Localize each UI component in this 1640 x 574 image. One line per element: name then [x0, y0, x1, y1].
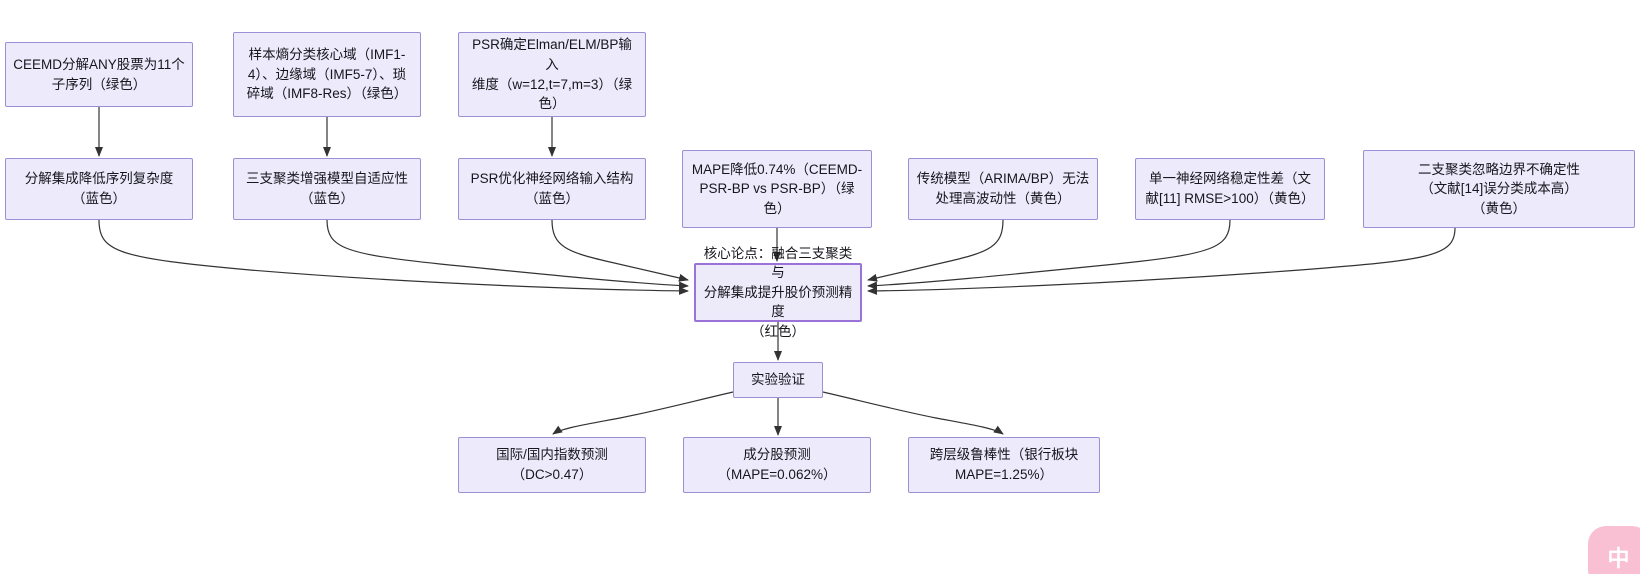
watermark-label: 中 — [1607, 546, 1631, 571]
node-label: PSR优化神经网络输入结构 （蓝色） — [470, 171, 634, 206]
node-label: 实验验证 — [751, 372, 805, 388]
node-label: 二支聚类忽略边界不确定性 （文献[14]误分类成本高） （黄色） — [1418, 161, 1580, 216]
node-label: 国际/国内指数预测 （DC>0.47） — [496, 447, 608, 482]
node-label: 单一神经网络稳定性差（文 献[11] RMSE>100）（黄色） — [1145, 171, 1315, 206]
node-traditional-models-limitation[interactable]: 传统模型（ARIMA/BP）无法 处理高波动性（黄色） — [908, 158, 1098, 220]
node-cross-level-robustness-result[interactable]: 跨层级鲁棒性（银行板块 MAPE=1.25%） — [908, 437, 1100, 493]
node-label: 成分股预测 （MAPE=0.062%） — [717, 447, 837, 482]
edge-n5-core — [326, 219, 689, 290]
node-single-network-instability[interactable]: 单一神经网络稳定性差（文 献[11] RMSE>100）（黄色） — [1135, 158, 1325, 220]
edge-n8-core — [867, 219, 1004, 282]
node-label: CEEMD分解ANY股票为11个 子序列（绿色） — [13, 56, 185, 92]
edge-n6-core — [551, 219, 689, 282]
node-label: 核心论点：融合三支聚类与 分解集成提升股价预测精度 （红色） — [703, 245, 853, 339]
node-psr-optimizes-network-input[interactable]: PSR优化神经网络输入结构 （蓝色） — [458, 158, 646, 220]
node-label: 传统模型（ARIMA/BP）无法 处理高波动性（黄色） — [916, 171, 1090, 206]
watermark-badge: 中 — [1588, 526, 1640, 574]
node-index-forecast-result[interactable]: 国际/国内指数预测 （DC>0.47） — [458, 437, 646, 493]
edge-n10-core — [867, 227, 1456, 295]
node-sample-entropy-classification[interactable]: 样本熵分类核心域（IMF1- 4）、边缘域（IMF5-7）、琐 碎域（IMF8-… — [233, 32, 421, 117]
edge-n11-n14 — [822, 391, 1004, 435]
node-core-thesis[interactable]: 核心论点：融合三支聚类与 分解集成提升股价预测精度 （红色） — [694, 246, 862, 339]
edge-n11-n12 — [552, 391, 734, 435]
node-three-way-clustering-adaptivity[interactable]: 三支聚类增强模型自适应性 （蓝色） — [233, 158, 421, 220]
node-label: 分解集成降低序列复杂度 （蓝色） — [24, 171, 174, 206]
node-label: 三支聚类增强模型自适应性 （蓝色） — [246, 171, 408, 206]
node-label: 跨层级鲁棒性（银行板块 MAPE=1.25%） — [929, 447, 1079, 482]
node-ceemd-decomposition[interactable]: CEEMD分解ANY股票为11个 子序列（绿色） — [5, 42, 193, 107]
edge-n9-core — [867, 219, 1231, 290]
node-decomposition-reduces-complexity[interactable]: 分解集成降低序列复杂度 （蓝色） — [5, 158, 193, 220]
edge-n4-core — [98, 219, 689, 295]
node-label: MAPE降低0.74%（CEEMD- PSR-BP vs PSR-BP）（绿 色… — [691, 161, 863, 216]
node-constituent-stock-forecast-result[interactable]: 成分股预测 （MAPE=0.062%） — [683, 437, 871, 493]
node-label: 样本熵分类核心域（IMF1- 4）、边缘域（IMF5-7）、琐 碎域（IMF8-… — [246, 47, 408, 102]
node-mape-improvement[interactable]: MAPE降低0.74%（CEEMD- PSR-BP vs PSR-BP）（绿 色… — [682, 150, 872, 228]
node-experimental-verification[interactable]: 实验验证 — [733, 362, 823, 398]
node-label: PSR确定Elman/ELM/BP输入 维度（w=12,t=7,m=3）（绿 色… — [471, 37, 633, 112]
node-psr-input-dimension[interactable]: PSR确定Elman/ELM/BP输入 维度（w=12,t=7,m=3）（绿 色… — [458, 32, 646, 117]
node-two-way-clustering-boundary[interactable]: 二支聚类忽略边界不确定性 （文献[14]误分类成本高） （黄色） — [1363, 150, 1635, 228]
